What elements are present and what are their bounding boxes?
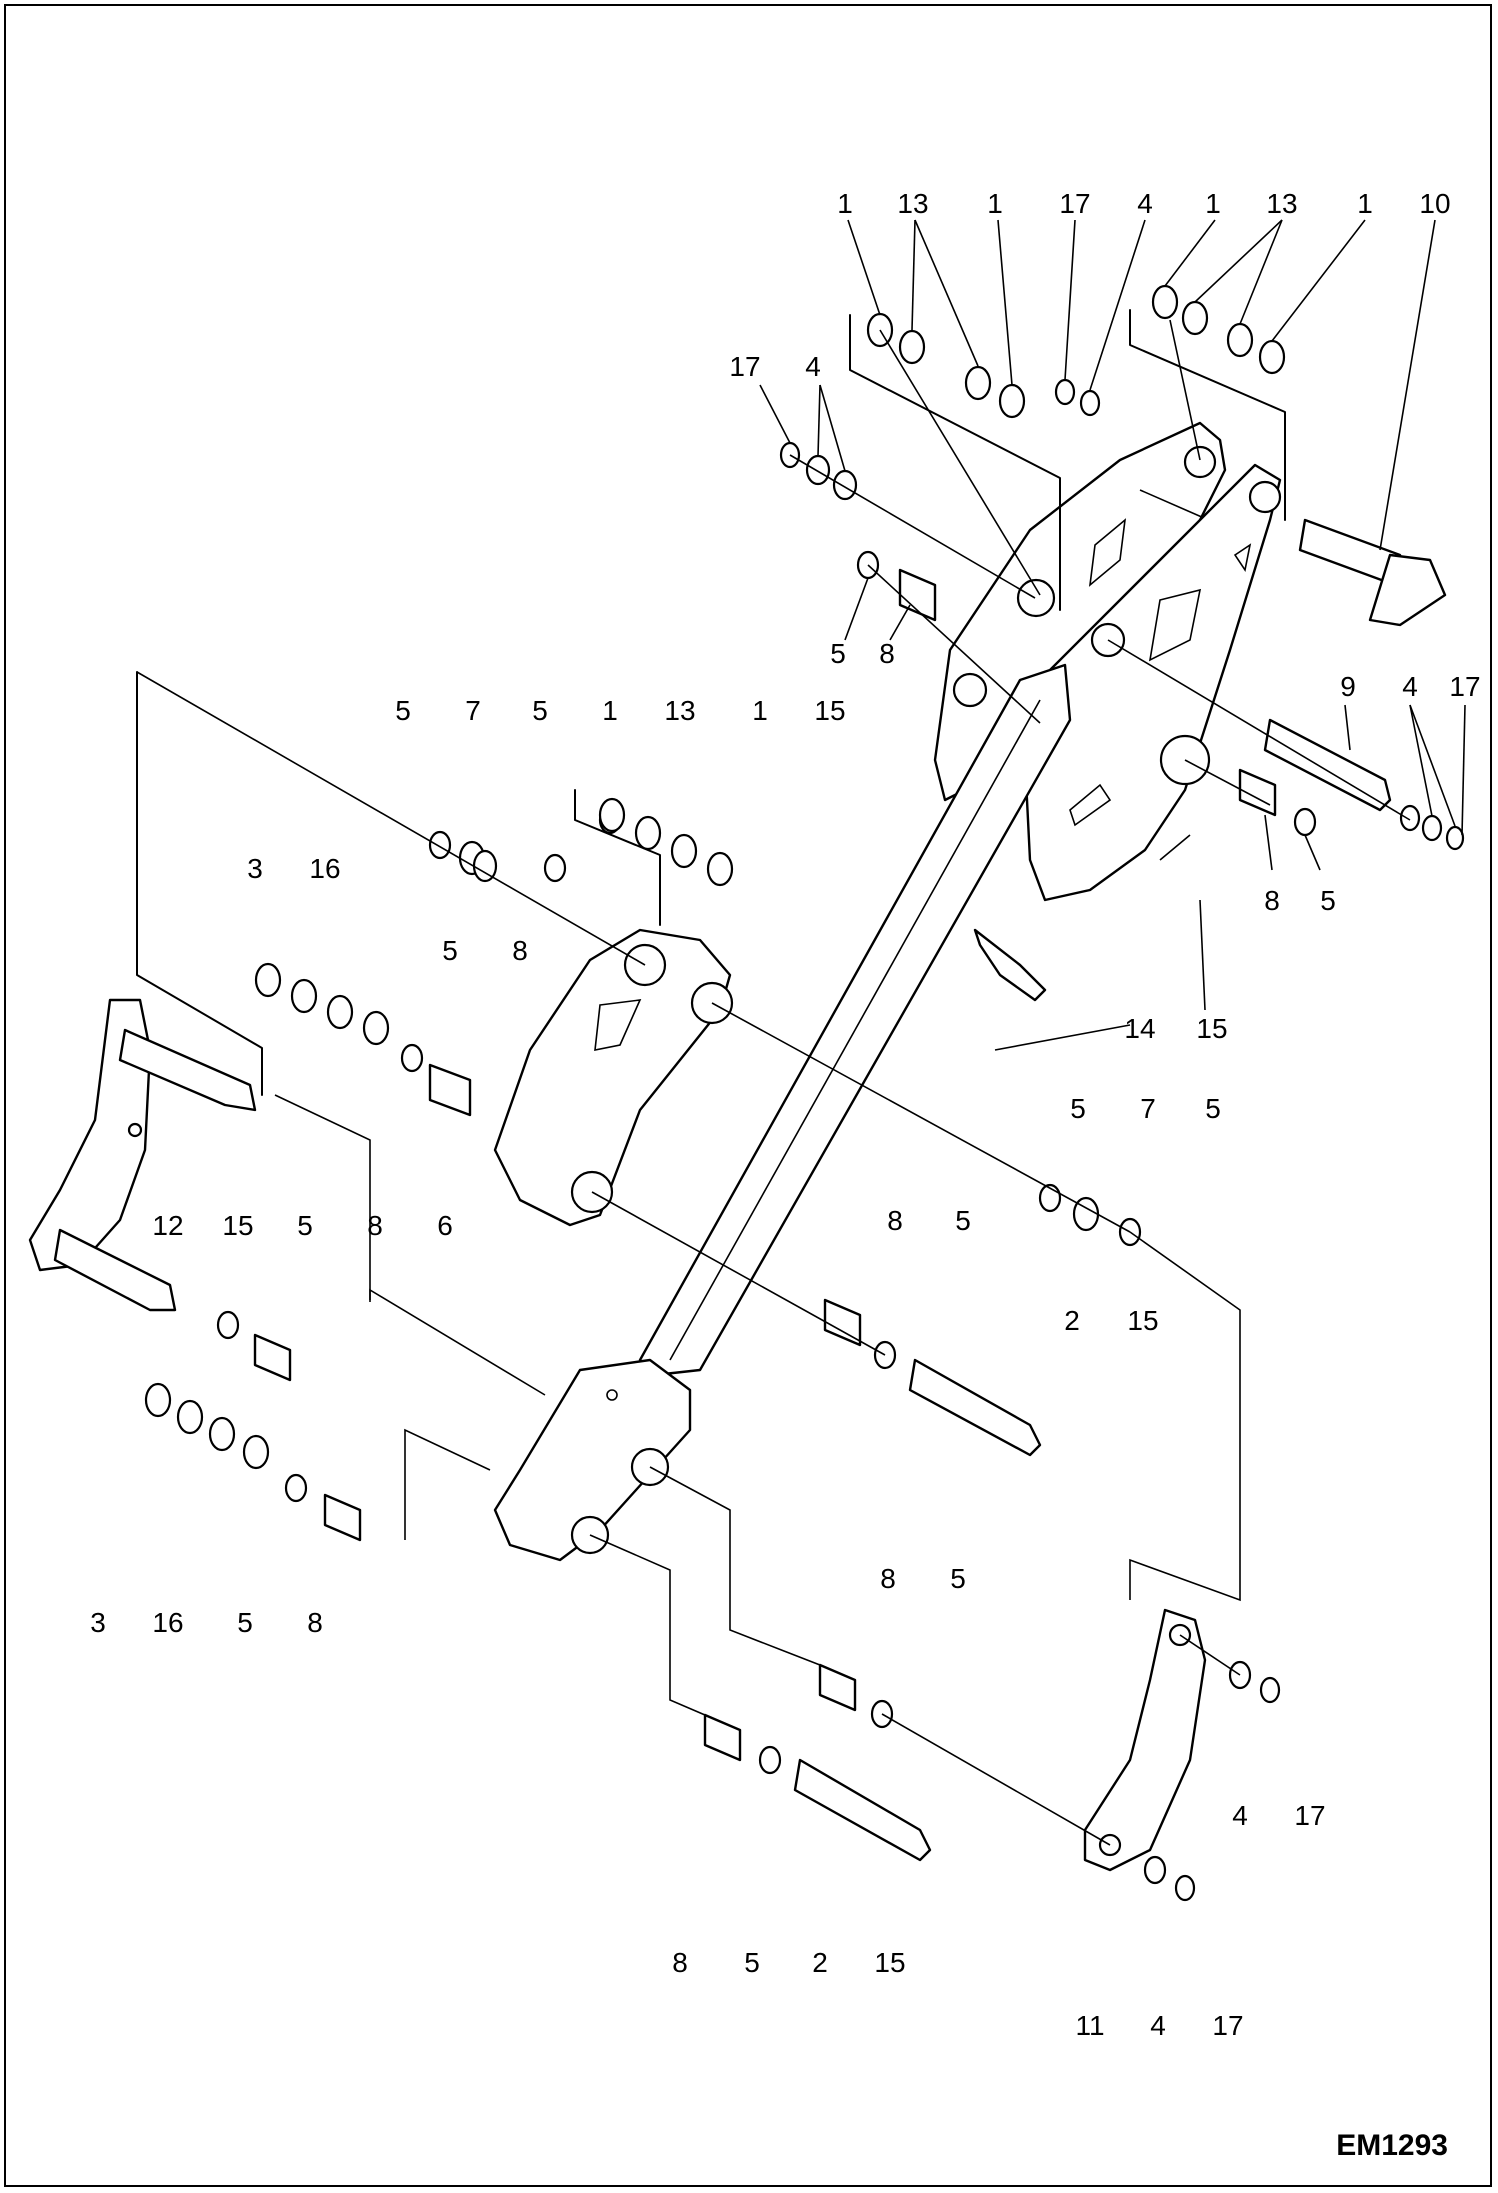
- callout: 5: [1070, 1093, 1086, 1124]
- callout: 9: [1340, 671, 1356, 702]
- callout: 4: [1402, 671, 1418, 702]
- pins: [793, 518, 1447, 1862]
- assembly-lines: [136, 309, 1411, 1846]
- drawing-code: EM1293: [1336, 2129, 1448, 2162]
- callout: 1: [1205, 188, 1221, 219]
- callout: 15: [874, 1947, 905, 1978]
- callout: 1: [837, 188, 853, 219]
- callout: 5: [955, 1205, 971, 1236]
- lever-part-12: [28, 998, 257, 1312]
- callout: 5: [297, 1210, 313, 1241]
- pin-2-lower: [793, 1758, 932, 1862]
- bracket-part-11: [1083, 1608, 1207, 1872]
- callout: 5: [442, 935, 458, 966]
- callout: 4: [1137, 188, 1153, 219]
- callout: 1: [987, 188, 1003, 219]
- washers-and-bushings: [144, 284, 1465, 1902]
- washer-group-left-lower: [144, 1310, 362, 1542]
- callout: 13: [897, 188, 928, 219]
- callout: 13: [1266, 188, 1297, 219]
- callout-labels: 1 13 1 17 4 1 13 1 10 17 4 5 8 9 4 17 5 …: [90, 188, 1480, 2041]
- callout: 4: [1232, 1800, 1248, 1831]
- callout: 17: [1212, 2010, 1243, 2041]
- callout: 5: [1320, 885, 1336, 916]
- callout: 5: [237, 1607, 253, 1638]
- callout: 8: [887, 1205, 903, 1236]
- boom-arm: [638, 663, 1072, 1377]
- callout: 17: [1294, 1800, 1325, 1831]
- washer-group-center: [428, 797, 734, 887]
- callout: 5: [395, 695, 411, 726]
- washer-group-left-top: [779, 441, 937, 622]
- callout: 2: [812, 1947, 828, 1978]
- callout: 11: [1075, 2010, 1104, 2041]
- callout: 17: [1449, 671, 1480, 702]
- callout: 17: [1059, 188, 1090, 219]
- callout: 15: [814, 695, 845, 726]
- callout: 5: [830, 638, 846, 669]
- washer-group-right-lower: [823, 1183, 1142, 1370]
- callout: 7: [1140, 1093, 1156, 1124]
- callout: 3: [247, 853, 263, 884]
- callout: 5: [744, 1947, 760, 1978]
- callout: 5: [532, 695, 548, 726]
- callout: 15: [1127, 1305, 1158, 1336]
- callout: 17: [729, 351, 760, 382]
- callout: 6: [437, 1210, 453, 1241]
- callout: 8: [880, 1563, 896, 1594]
- callout: 5: [950, 1563, 966, 1594]
- callout: 16: [309, 853, 340, 884]
- callout: 5: [1205, 1093, 1221, 1124]
- leader-lines: [759, 219, 1466, 1051]
- callout: 10: [1419, 188, 1450, 219]
- callout: 12: [152, 1210, 183, 1241]
- callout: 2: [1064, 1305, 1080, 1336]
- callout: 3: [90, 1607, 106, 1638]
- washer-group-top-left: [866, 312, 1101, 419]
- callout: 16: [152, 1607, 183, 1638]
- pin-2-upper: [908, 1358, 1042, 1457]
- callout: 8: [1264, 885, 1280, 916]
- callout: 8: [672, 1947, 688, 1978]
- lower-link-block: [493, 1358, 692, 1562]
- pin-10-tab: [1368, 553, 1447, 627]
- washer-group-left-mid: [254, 962, 472, 1117]
- callout: 8: [512, 935, 528, 966]
- callout: 14: [1124, 1013, 1155, 1044]
- callout: 1: [1357, 188, 1373, 219]
- boom-hook: [973, 928, 1047, 1002]
- callout: 8: [879, 638, 895, 669]
- drawing-frame: [4, 4, 1492, 2187]
- link-part-6: [493, 928, 734, 1227]
- callout: 4: [805, 351, 821, 382]
- callout: 13: [664, 695, 695, 726]
- callout: 8: [307, 1607, 323, 1638]
- callout: 7: [465, 695, 481, 726]
- callout: 15: [222, 1210, 253, 1241]
- callout: 8: [367, 1210, 383, 1241]
- callout: 4: [1150, 2010, 1166, 2041]
- callout: 1: [602, 695, 618, 726]
- callout: 15: [1196, 1013, 1227, 1044]
- callout: 1: [752, 695, 768, 726]
- lever-pin-lower: [53, 1228, 177, 1312]
- lever-pin: [118, 1028, 257, 1112]
- washer-group-bottom: [703, 1660, 1281, 1902]
